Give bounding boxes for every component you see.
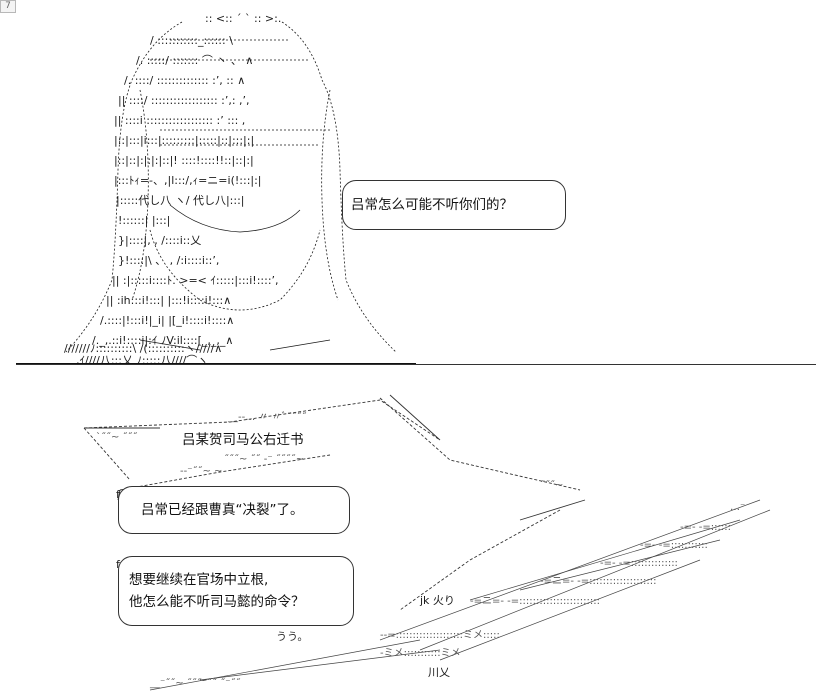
tear-marks-11: -ミメ:::::::::::ミメ <box>380 648 461 659</box>
body-row-2: /.::::|!:::i!|_i| |[_i!::::i!::::∧ <box>100 314 234 327</box>
tear-marks-2: ˋ˝˝~ ˝˝˝ <box>96 431 138 443</box>
letter-content-text: 吕常已经跟曹真“决裂”了。 <box>141 502 304 518</box>
letter-title: 吕某贺司马公右迁书 <box>182 432 304 448</box>
face-row-3: }|::::|, , /::::i::乂 <box>118 234 201 247</box>
hair-row-5: || ::::/ :::::::::::::::::: :ʼ,: ,ʼ, <box>118 94 250 107</box>
body-row-3: /._,.::i!::::i|:ｲ ﾉV:il::::[_,_,_∧ <box>92 334 233 347</box>
hair-row-4: /. ::::/ :::::::::::::: :ʼ, :: ∧ <box>124 74 245 87</box>
tear-marks-10: --=::::::::::::::::::::ミメ::::: <box>380 630 500 641</box>
hand-fragment: jk 火り <box>419 594 455 607</box>
panel-divider <box>16 364 816 365</box>
tear-marks-5: -=- -=:::::: <box>680 522 731 533</box>
tear-marks-8: -=ニ=- -=:::::::::::::::::::: <box>540 576 657 587</box>
speech-bubble-lu-chang: 吕常怎么可能不听你们的？ <box>342 180 566 230</box>
tear-marks-1: __--… 〃 〃ﾞ˝˝˝˝ <box>227 411 307 423</box>
tear-marks-4: --⁻˝˝~ ~ <box>180 465 222 477</box>
letter-outline <box>83 397 581 611</box>
hair-row-8: |::|::|:|:|:|::|! ::::!::::!!::|::|:| <box>114 154 254 167</box>
cloak-hem: ///////ﾉ::::::::::\ /(::::::::::ヽ/////∧ <box>64 342 222 355</box>
tear-marks-13: …⁻ <box>730 502 745 513</box>
hair-row-9: |:::ﾄｨ=-、,|l:::/,ｨ=ニ=i(!:::|:| <box>114 174 262 187</box>
face-row-4: }!::::|\ 、 , /:i::::i::ʼ, <box>118 254 219 267</box>
speech-text-question: 吕常怎么可能不听你们的？ <box>351 197 513 213</box>
tear-marks-6: -=- -=::::::::::: <box>640 540 708 551</box>
character-hair-outline <box>65 21 397 353</box>
face-right-label: 代し八 <box>193 194 226 207</box>
tear-marks-3: ˝˝˝~ ˝˝ -⁻ ˝˝˝˝~ <box>224 453 304 465</box>
hair-row-2: / :::::::::::_:::::: \ <box>150 34 233 47</box>
tear-speed-lines <box>149 499 771 691</box>
face-mouth: >=< <box>179 274 207 287</box>
thought-line-1: 想要继续在官场中立根, <box>129 572 269 588</box>
character-face <box>139 204 331 351</box>
hair-row-6: || ::::i :::::::::::::::::: :ʼ ::: , <box>114 114 245 127</box>
sound-effect: うう。 <box>276 630 309 643</box>
face-left-label: 代し八 <box>138 194 171 207</box>
hair-row-3: /. :::::/ ::::::: ⌒ 丶 、 ∧ <box>136 54 253 67</box>
page-number-tab[interactable]: 7 <box>0 0 16 13</box>
blush-row: || :|:::::i::::ﾄ. >=< ｲ:::::|:::i!::::ʼ, <box>112 274 279 287</box>
thought-line-2: 他怎么能不听司马懿的命令？ <box>129 594 305 610</box>
hair-row-7: |::|:::|i:::|:::::::::|:::::|::|:::|:| <box>114 134 254 147</box>
eyes-row: |:::::代し八 ヽ/ 代し八|:::| <box>116 194 244 207</box>
tear-marks-14: ˝˝˝~ <box>540 479 563 491</box>
tear-marks-9: -=ニ=- -=:::::::::::::::::::::::: <box>470 596 600 607</box>
hand-fragment-2: 川乂 <box>428 666 450 679</box>
hair-top-glyphs: :: <:: ˊ ˋ :: >:. <box>205 12 281 25</box>
tear-marks-7: -=- -=:::::::::::::: <box>600 558 678 569</box>
thought-bubble: 想要继续在官场中立根, 他怎么能不听司马懿的命令？ <box>118 556 354 626</box>
body-row-1: || :ih:::i!:::| |:::!i::::i!:::∧ <box>106 294 231 307</box>
letter-content-box: 吕常已经跟曹真“决裂”了。 <box>118 486 350 534</box>
tear-marks-12: __⁻˝˝~ ˝˝˝⁻˝˝ ˝⁻˝˝ <box>149 677 241 689</box>
face-row-2: !::::::| |:::| <box>118 214 170 227</box>
